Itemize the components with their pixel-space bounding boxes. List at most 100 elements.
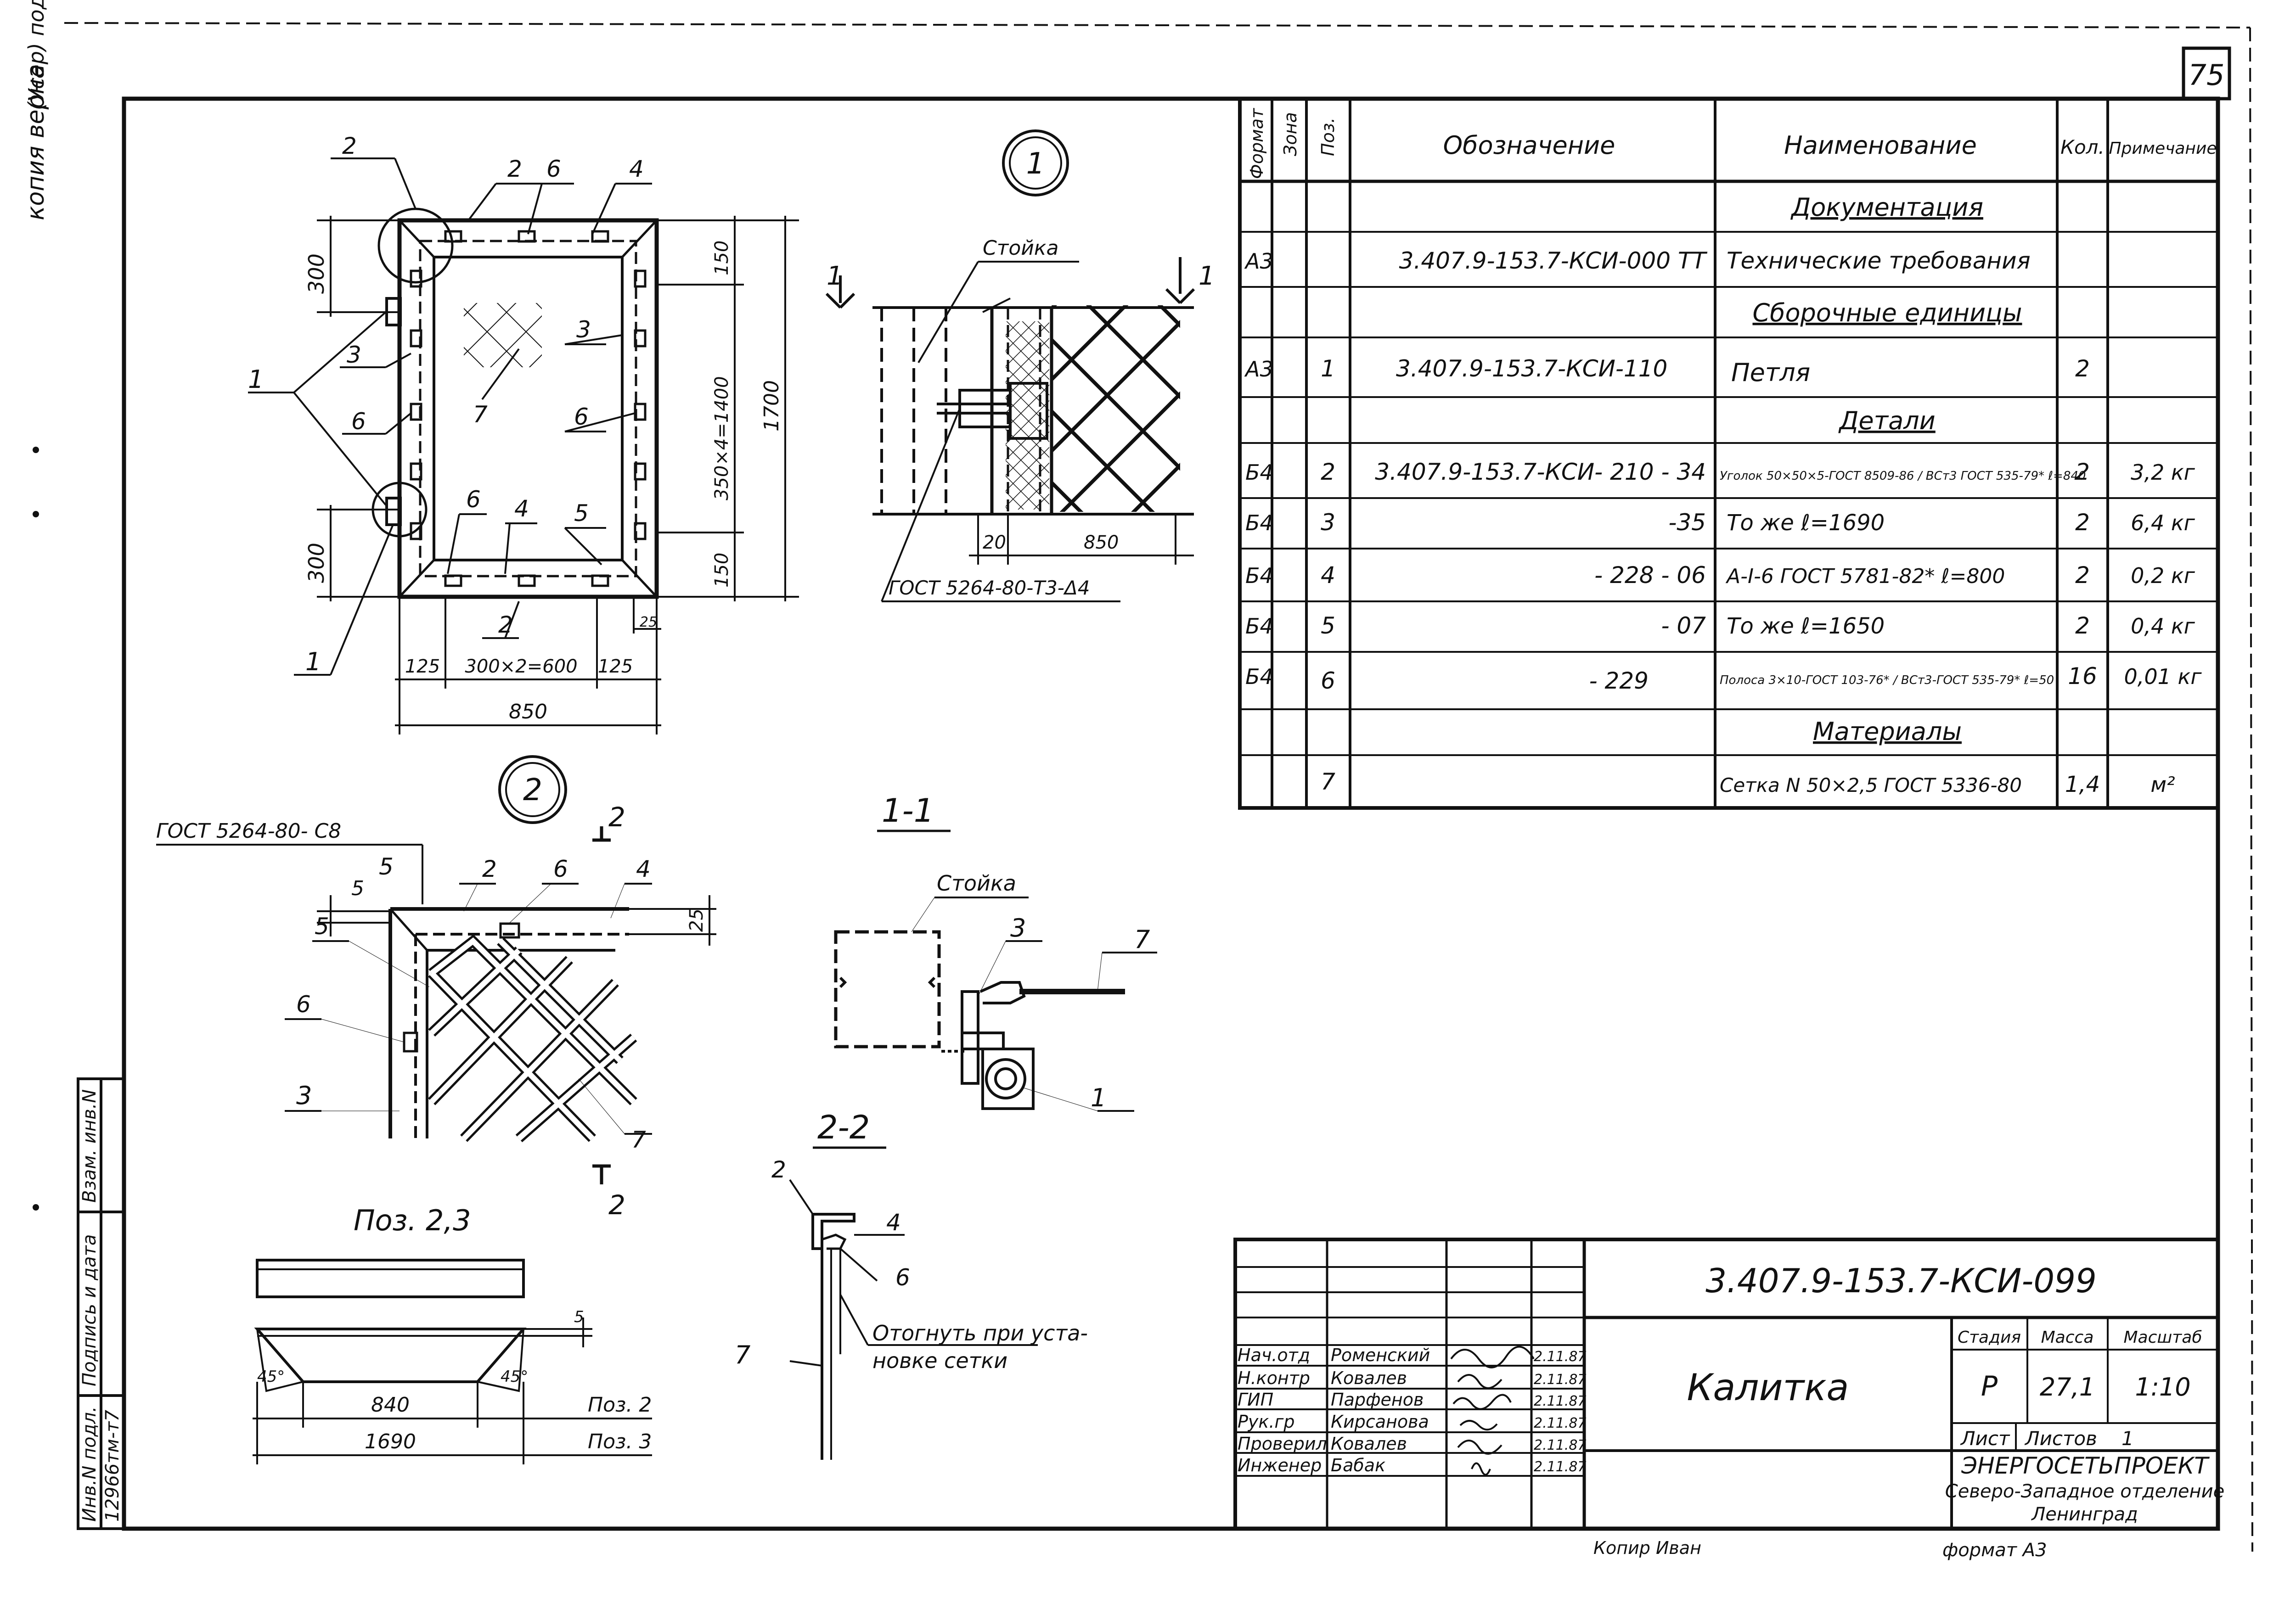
- tb-signer-row: Н.контр Ковалев 2.11.87: [1238, 1368, 1587, 1389]
- copy-note: Копир Иван: [1593, 1538, 1701, 1558]
- tb-signer-name: Ковалев: [1331, 1368, 1407, 1388]
- title-block-grid: [1233, 1238, 2220, 1531]
- tb-mass-label: Масса: [2041, 1328, 2094, 1347]
- tb-org-3: Ленинград: [2031, 1504, 2138, 1525]
- tb-signer-row: ГИП Парфенов 2.11.87: [1238, 1390, 1587, 1410]
- spec-table-grid: [1238, 97, 2220, 810]
- dim-840: 840: [371, 1393, 410, 1417]
- tb-signer-name: Кирсанова: [1331, 1412, 1429, 1432]
- leader-v1-6c: 6: [574, 404, 589, 430]
- spec-cell-pos: 2: [1321, 459, 1335, 485]
- side-vzam-label: Взам. инв.N: [79, 1089, 100, 1203]
- spec-cell-designation: 3.407.9-153.7-КСИ-000 ТТ: [1399, 247, 1708, 274]
- tb-signer-date: 2.11.87: [1534, 1393, 1587, 1409]
- spec-header-format: Формат: [1247, 107, 1267, 179]
- leader-v2-4: 4: [636, 856, 651, 882]
- callout-1-number: 1: [1026, 147, 1045, 181]
- dim-pos2: Поз. 2: [588, 1393, 652, 1417]
- leader-v1-7: 7: [473, 401, 488, 428]
- detail-1-stoika-label: Стойка: [983, 236, 1058, 260]
- dim-5-pos23: 5: [574, 1308, 584, 1326]
- spec-row: Материалы: [1813, 717, 1962, 746]
- tb-sheets-label: Листов: [2024, 1427, 2097, 1450]
- leader-s22-7: 7: [735, 1340, 750, 1369]
- spec-row: Б4 5 - 07 То же ℓ=1650 2 0,4 кг: [1245, 612, 2195, 639]
- spec-cell-note: 0,01 кг: [2124, 664, 2202, 689]
- spec-row: Б4 2 3.407.9-153.7-КСИ- 210 - 34 Уголок …: [1245, 459, 2195, 485]
- spec-cell-pos: 7: [1321, 768, 1335, 795]
- leader-v1-4: 4: [629, 156, 644, 182]
- tb-signature: [1459, 1420, 1498, 1431]
- spec-header-qty: Кол.: [2060, 136, 2105, 158]
- dim-45-left: 45°: [257, 1368, 285, 1386]
- leader-v2-5b: 5: [315, 913, 329, 940]
- tb-scale: 1:10: [2135, 1373, 2190, 1402]
- dim-150-bottom: 150: [711, 553, 732, 588]
- spec-cell-pos: 1: [1321, 355, 1335, 382]
- spec-cell-name: Петля: [1731, 358, 1810, 387]
- view1-leaders: [248, 157, 652, 676]
- callout-2-number: 2: [523, 772, 542, 807]
- tb-signer-date: 2.11.87: [1534, 1349, 1587, 1365]
- spec-header-pos: Поз.: [1318, 118, 1338, 156]
- spec-cell-qty: 2: [2075, 459, 2090, 485]
- dim-125-left: 125: [405, 656, 440, 677]
- tb-signer-name: Ковалев: [1331, 1434, 1407, 1454]
- tb-signer-role: Рук.гр: [1238, 1412, 1295, 1432]
- dim-25-detail2: 25: [686, 908, 707, 932]
- spec-cell-note: 0,2 кг: [2131, 563, 2195, 588]
- spec-cell-format: А3: [1244, 249, 1273, 274]
- cut-1-right: 1: [1199, 261, 1215, 291]
- spec-cell-designation: 3.407.9-153.7-КСИ-110: [1396, 355, 1667, 382]
- tb-signer-date: 2.11.87: [1534, 1437, 1587, 1453]
- spec-cell-pos: 6: [1321, 667, 1335, 694]
- spec-header-name: Наименование: [1784, 131, 1977, 160]
- tb-signature: [1452, 1394, 1512, 1410]
- tb-signer-name: Бабак: [1331, 1455, 1385, 1475]
- leader-v2-6: 6: [553, 856, 568, 882]
- dim-pos3: Поз. 3: [588, 1430, 652, 1453]
- spec-cell-note: 0,4 кг: [2131, 614, 2195, 639]
- spec-row: Б4 6 - 229 Полоса 3×10-ГОСТ 103-76* / ВС…: [1245, 663, 2202, 694]
- cut-2-top: 2: [608, 802, 625, 833]
- spec-cell-name: Полоса 3×10-ГОСТ 103-76* / ВСт3-ГОСТ 535…: [1720, 673, 2054, 687]
- side-stamp: копия верна: [22, 64, 50, 220]
- dim-300-bottom: 300: [304, 543, 329, 583]
- side-inv-podl-value: 12966тм-т7: [102, 1410, 123, 1522]
- leader-v1-6d: 6: [466, 486, 481, 513]
- tb-signature: [1450, 1346, 1535, 1368]
- tb-signer-role: ГИП: [1238, 1390, 1273, 1410]
- dim-350x4: 350×4=1400: [711, 376, 732, 500]
- spec-cell-pos: 5: [1321, 612, 1335, 639]
- tb-sheet-label: Лист: [1960, 1427, 2010, 1450]
- leader-s11-7: 7: [1134, 925, 1150, 954]
- spec-cell-designation: - 07: [1661, 612, 1706, 639]
- leader-v2-2: 2: [482, 856, 497, 882]
- spec-cell-format: А3: [1244, 357, 1273, 381]
- leader-v1-1b: 1: [305, 647, 321, 676]
- leader-s11-3: 3: [1010, 914, 1026, 942]
- sheet-frame: [64, 22, 2253, 1552]
- tb-title: Калитка: [1687, 1366, 1849, 1409]
- leader-s22-6: 6: [895, 1264, 910, 1291]
- dim-1690: 1690: [365, 1430, 416, 1453]
- dim-5-detail2: 5: [351, 877, 364, 900]
- tb-designation: 3.407.9-153.7-КСИ-099: [1705, 1261, 2097, 1300]
- dim-25: 25: [640, 614, 657, 630]
- spec-cell-name: А-I-6 ГОСТ 5781-82* ℓ=800: [1725, 565, 2005, 588]
- leader-v1-3b: 3: [576, 316, 591, 343]
- tb-scale-label: Масштаб: [2123, 1328, 2202, 1347]
- tb-sheets-value: 1: [2122, 1427, 2134, 1450]
- spec-cell-format: Б4: [1245, 664, 1273, 689]
- pos23-drawing: [253, 1259, 652, 1464]
- spec-row: Б4 4 - 228 - 06 А-I-6 ГОСТ 5781-82* ℓ=80…: [1245, 562, 2195, 589]
- spec-cell-designation: - 229: [1589, 667, 1649, 694]
- cut-2-bottom: 2: [608, 1189, 625, 1221]
- spec-cell-name: Сетка N 50×2,5 ГОСТ 5336-80: [1720, 774, 2022, 796]
- leader-v1-5: 5: [574, 500, 589, 527]
- tb-org-1: ЭНЕРГОСЕТЬПРОЕКТ: [1961, 1452, 2210, 1479]
- section-2-2-drawing: [789, 1179, 1038, 1460]
- tb-signer-row: Нач.отд Роменский 2.11.87: [1238, 1345, 1587, 1368]
- section-1-1-drawing: [834, 897, 1157, 1112]
- tb-org-2: Северо-Западное отделение: [1945, 1481, 2224, 1502]
